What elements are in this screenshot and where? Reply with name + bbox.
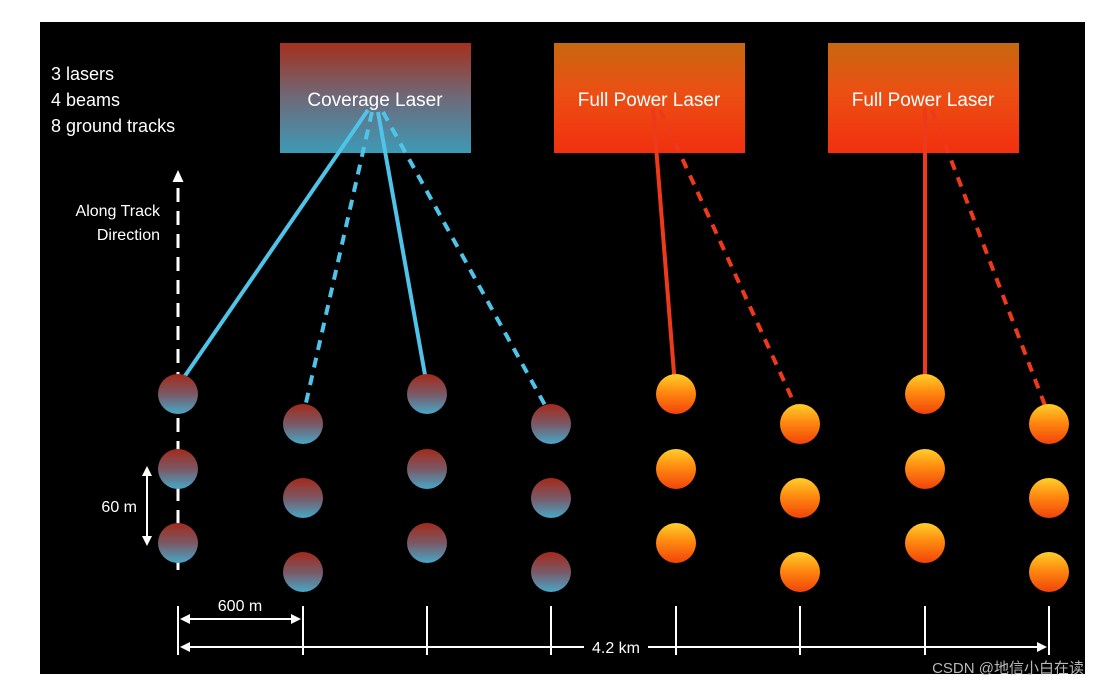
- along-track-arrow-head: [172, 170, 184, 182]
- coverage-beam-strong-2: [376, 111, 429, 387]
- footprint-track-2-shot-1: [283, 404, 323, 444]
- full-power-1-beam-weak: [658, 109, 802, 417]
- footprint-track-7-shot-2: [905, 449, 945, 489]
- watermark: CSDN @地信小白在读: [932, 660, 1084, 677]
- footprint-track-5-shot-3: [656, 523, 696, 563]
- coverage-beam-strong-1: [176, 108, 370, 388]
- footprint-track-4-shot-3: [531, 552, 571, 592]
- footprint-track-7-shot-3: [905, 523, 945, 563]
- footprint-track-6-shot-3: [780, 552, 820, 592]
- dimension-600m-arrow-right: [291, 614, 301, 624]
- full-power-laser-title-1: Full Power Laser: [578, 90, 721, 111]
- footprint-track-1-shot-2: [158, 449, 198, 489]
- coverage-beam-weak-2: [381, 111, 553, 417]
- footprint-track-6-shot-2: [780, 478, 820, 518]
- footprint-track-5-shot-1: [656, 374, 696, 414]
- dimension-60m-arrow-bottom: [142, 536, 152, 546]
- full-power-2-beam-weak: [930, 109, 1051, 417]
- footprint-track-2-shot-2: [283, 478, 323, 518]
- dimension-4-2km-arrow-left: [180, 642, 190, 652]
- dimension-4-2km-arrow-right: [1037, 642, 1047, 652]
- footprint-track-2-shot-3: [283, 552, 323, 592]
- footprint-track-3-shot-2: [407, 449, 447, 489]
- footprint-track-6-shot-1: [780, 404, 820, 444]
- coverage-laser-box: [280, 43, 471, 153]
- footprint-track-8-shot-3: [1029, 552, 1069, 592]
- footprint-track-8-shot-2: [1029, 478, 1069, 518]
- footprint-track-5-shot-2: [656, 449, 696, 489]
- info-lasers: 3 lasers: [51, 64, 114, 84]
- dimension-60m-label: 60 m: [101, 499, 137, 516]
- dimension-4-2km-label: 4.2 km: [592, 640, 640, 657]
- footprint-track-4-shot-2: [531, 478, 571, 518]
- direction-label-line2: Direction: [97, 227, 160, 244]
- dimension-60m-arrow-top: [142, 466, 152, 476]
- footprint-track-3-shot-3: [407, 523, 447, 563]
- full-power-laser-box-1: [554, 43, 745, 153]
- full-power-1-beam-strong: [651, 107, 677, 387]
- info-ground-tracks: 8 ground tracks: [51, 116, 175, 136]
- footprint-track-4-shot-1: [531, 404, 571, 444]
- footprint-track-3-shot-1: [407, 374, 447, 414]
- footprint-track-7-shot-1: [905, 374, 945, 414]
- coverage-beam-weak-1: [301, 111, 374, 417]
- dimension-600m-arrow-left: [180, 614, 190, 624]
- info-beams: 4 beams: [51, 90, 120, 110]
- dimension-600m-label: 600 m: [218, 598, 262, 615]
- footprint-track-8-shot-1: [1029, 404, 1069, 444]
- footprint-track-1-shot-3: [158, 523, 198, 563]
- coverage-laser-title: Coverage Laser: [307, 90, 443, 111]
- full-power-laser-title-2: Full Power Laser: [852, 90, 995, 111]
- footprint-track-1-shot-1: [158, 374, 198, 414]
- direction-label-line1: Along Track: [76, 203, 161, 220]
